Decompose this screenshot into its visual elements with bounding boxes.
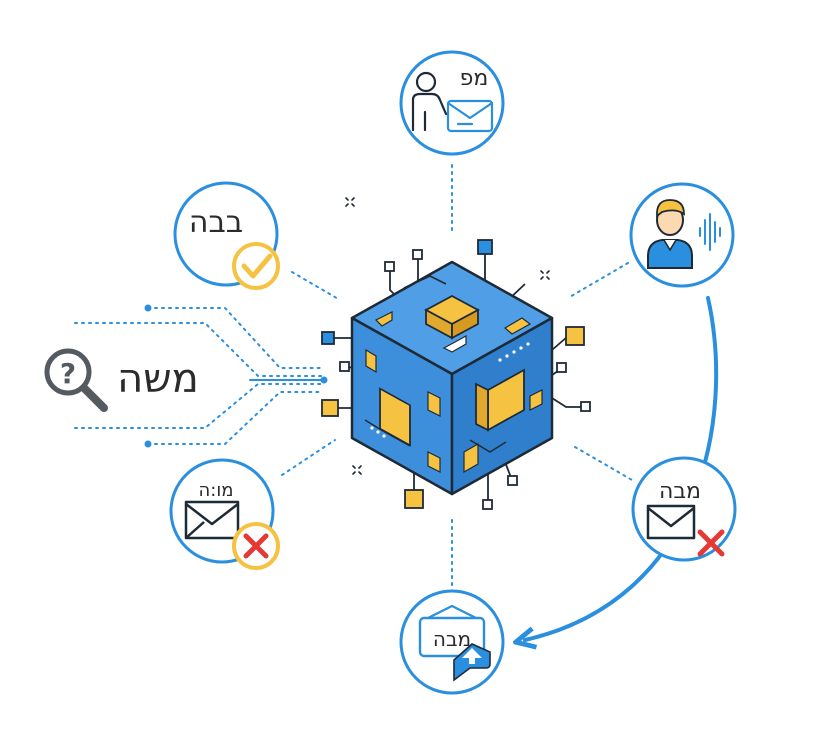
message-upload-icon [418, 604, 491, 682]
node-bottom: מבה [399, 589, 505, 695]
node-right-lower-label: מבה [659, 479, 701, 504]
envelope-icon [646, 504, 696, 540]
connector-left-upper [291, 271, 341, 301]
node-left-lower-label: מו:ה [199, 480, 234, 501]
circuit-lines-left [74, 304, 328, 448]
node-left-upper: בבה [173, 181, 280, 290]
connector-right-upper [567, 262, 629, 299]
node-top-label: מפ [460, 66, 489, 91]
connector-right-lower [574, 446, 633, 481]
connectors [281, 164, 633, 591]
reject-icon [697, 529, 725, 557]
reject-icon [232, 522, 280, 570]
magnifier-question-icon: ? [44, 348, 108, 412]
person-sending-envelope-icon [411, 71, 494, 133]
node-right-lower: מבה [631, 456, 737, 562]
node-top: מפ [399, 50, 505, 156]
node-left-lower: מו:ה [169, 458, 280, 570]
envelope-icon [184, 500, 240, 540]
check-icon [232, 242, 280, 290]
svg-text:?: ? [60, 357, 76, 390]
query-label: משה [117, 356, 199, 402]
sparkles [345, 197, 550, 475]
node-left-upper-label: בבה [189, 205, 243, 240]
node-bottom-label: מבה [433, 627, 471, 651]
chip-cube-icon [321, 239, 591, 510]
person-voice-wave-icon [647, 199, 721, 269]
connector-left-lower [281, 439, 336, 476]
node-right-upper [629, 182, 735, 288]
query-group: ? משה [44, 348, 199, 412]
